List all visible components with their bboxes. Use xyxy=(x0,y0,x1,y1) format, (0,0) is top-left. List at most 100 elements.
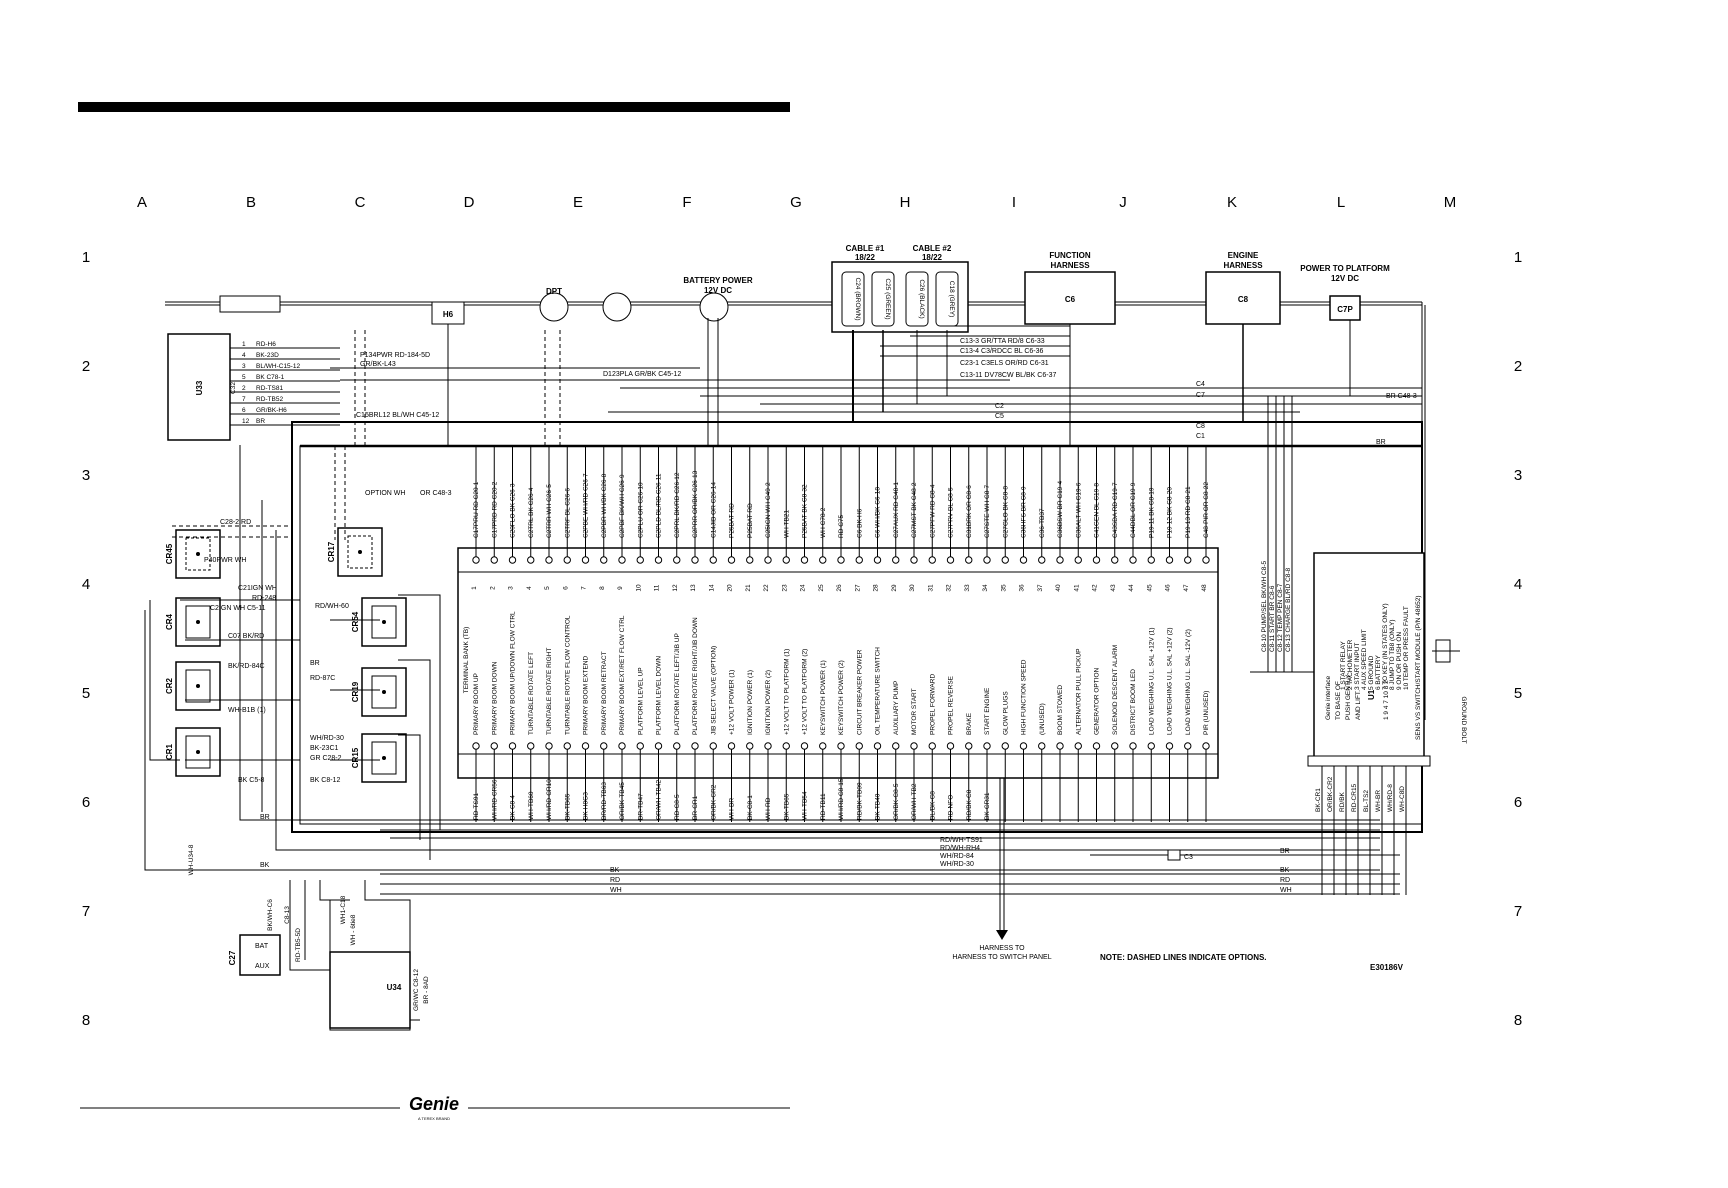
svg-text:C21IGN WH: C21IGN WH xyxy=(238,585,277,592)
terminal-number: 32 xyxy=(946,584,953,592)
terminal-screw-top xyxy=(563,556,571,564)
terminal-function: +12 VOLT POWER (1) xyxy=(729,670,736,735)
terminal-wire-top: C2PBF BK/WH C26-9 xyxy=(619,474,626,538)
terminal-wire-bottom: BK-TB65 xyxy=(564,793,571,820)
u1-bottom-wire-label: WH-BR xyxy=(1375,790,1382,812)
svg-text:C24 (BROWN): C24 (BROWN) xyxy=(854,278,861,321)
terminal-screw-top xyxy=(727,556,736,564)
terminal-screw-top xyxy=(1038,556,1046,564)
svg-text:BK: BK xyxy=(1280,867,1290,874)
terminal-wire-bottom: WH/RD C8-15 xyxy=(838,778,845,820)
terminal-function: GENERATOR OPTION xyxy=(1094,667,1101,735)
column-label: D xyxy=(464,194,475,211)
title-bar xyxy=(78,102,790,112)
terminal-wire-top: C41GEN BL C19-8 xyxy=(1094,483,1101,538)
terminal-function: START ENGINE xyxy=(984,687,991,735)
svg-text:DPT: DPT xyxy=(546,287,562,296)
connector-c8-engine-harness: C8 ENGINE HARNESS xyxy=(1205,251,1281,325)
svg-text:12V DC: 12V DC xyxy=(1331,274,1359,283)
svg-text:C15BRL12 BL/WH C45-12: C15BRL12 BL/WH C45-12 xyxy=(356,412,439,419)
terminal-screw-bottom xyxy=(527,742,535,750)
terminal-number: 31 xyxy=(927,584,934,592)
terminal-function: TURNTABLE ROTATE FLOW CONTROL xyxy=(564,615,571,735)
u33-pin-number: 5 xyxy=(242,374,246,381)
svg-text:HARNESS: HARNESS xyxy=(1050,261,1090,270)
terminal-wire-bottom: BR-CR1 xyxy=(692,795,699,820)
terminal-screw-bottom xyxy=(727,742,736,750)
svg-text:C6: C6 xyxy=(1065,295,1076,304)
terminal-wire-top: C27MST BK C48-2 xyxy=(911,482,918,538)
terminal-screw-top xyxy=(490,556,498,564)
svg-text:ENGINE: ENGINE xyxy=(1228,251,1259,260)
column-label: L xyxy=(1337,194,1345,211)
terminal-number: 23 xyxy=(781,584,788,592)
svg-text:BAT: BAT xyxy=(255,943,269,950)
terminal-number: 34 xyxy=(982,584,989,592)
svg-text:BR: BR xyxy=(310,660,320,667)
terminal-screw-top xyxy=(910,556,918,564)
svg-text:C2: C2 xyxy=(995,403,1004,410)
svg-text:C23-1 C3ELS OR/RD C6-31: C23-1 C3ELS OR/RD C6-31 xyxy=(960,360,1049,367)
relay: CR54 xyxy=(351,597,407,647)
relay-label: CR17 xyxy=(327,541,336,562)
svg-text:CABLE #1: CABLE #1 xyxy=(846,244,885,253)
terminal-number: 30 xyxy=(909,584,916,592)
terminal-wire-top: P25BAT RD xyxy=(729,503,736,538)
terminal-number: 44 xyxy=(1128,584,1135,592)
terminal-wire-bottom: RD/BK-C8 xyxy=(966,789,973,820)
svg-text:BK: BK xyxy=(610,867,620,874)
terminal-screw-bottom xyxy=(983,742,991,750)
terminal-wire-top: WH C78-2 xyxy=(820,507,827,538)
terminal-wire-top: C27GLO BK C8-8 xyxy=(1002,486,1009,538)
internal-bus-wires xyxy=(292,318,1422,448)
terminal-function: PLATFORM LEVEL UP xyxy=(637,667,644,735)
row-label-right: 7 xyxy=(1514,903,1522,920)
terminal-number: 42 xyxy=(1092,584,1099,592)
terminal-screw-top xyxy=(855,556,863,564)
terminal-wire-top: C2PRR OR/BK C26-13 xyxy=(692,470,699,538)
u33-pin-number: 4 xyxy=(242,352,246,359)
u1-legend-item: 2 TACHOMETER xyxy=(1347,639,1354,690)
svg-text:C3: C3 xyxy=(1184,854,1193,861)
terminal-wire-top: C6 BK-H6 xyxy=(856,508,863,538)
svg-text:BK/WH-C6: BK/WH-C6 xyxy=(267,899,274,931)
u33-pin-number: 12 xyxy=(242,418,250,425)
svg-text:RD/WH-TS91: RD/WH-TS91 xyxy=(940,837,983,844)
terminal-number: 6 xyxy=(562,586,569,590)
svg-text:C7P: C7P xyxy=(1337,305,1353,314)
u1-side-wire-label: C8-12 TEMP PEN C8-7 xyxy=(1277,583,1284,652)
terminal-wire-bottom: BK-TB65 xyxy=(783,793,790,820)
svg-text:U33: U33 xyxy=(195,380,204,395)
svg-text:C4: C4 xyxy=(1196,381,1205,388)
terminal-screw-bottom xyxy=(873,742,882,750)
svg-text:RD-TB5-5D: RD-TB5-5D xyxy=(295,928,302,962)
terminal-screw-bottom xyxy=(910,742,918,750)
terminal-screw-top xyxy=(800,556,809,564)
terminal-wire-bottom: RD-TS91 xyxy=(473,793,480,820)
terminal-wire-top: C48-PIR OR C8-22 xyxy=(1203,482,1210,538)
terminal-screw-top xyxy=(983,556,991,564)
terminal-wire-top: C2PRL BK/RD C26-12 xyxy=(674,472,681,538)
terminal-screw-top xyxy=(1111,556,1119,564)
u33-wire-label: BK-23D xyxy=(256,352,279,359)
svg-text:P40PWR WH: P40PWR WH xyxy=(204,557,246,564)
terminal-function: PRIMARY BOOM UP xyxy=(473,673,480,735)
svg-text:TO BASE OF: TO BASE OF xyxy=(1335,681,1342,720)
terminal-screw-top xyxy=(654,556,663,564)
terminal-function: PLATFORM LEVEL DOWN xyxy=(656,656,663,735)
terminal-function: SOLENOID DESCENT ALARM xyxy=(1112,645,1119,735)
terminal-function: KEYSWITCH POWER (2) xyxy=(838,660,845,735)
connector-c7p: C7P POWER TO PLATFORM 12V DC xyxy=(1300,264,1390,321)
terminal-function: ALTERNATOR PULL PICKUP xyxy=(1075,649,1082,735)
svg-text:HARNESS: HARNESS xyxy=(1223,261,1263,270)
terminal-function: PROPEL FORWARD xyxy=(929,674,936,735)
svg-text:PUSH GENTLY: PUSH GENTLY xyxy=(1345,674,1352,720)
terminal-bank: TERMINAL BANK (TB) xyxy=(457,547,1219,779)
u33-pin-number: 6 xyxy=(242,407,246,414)
